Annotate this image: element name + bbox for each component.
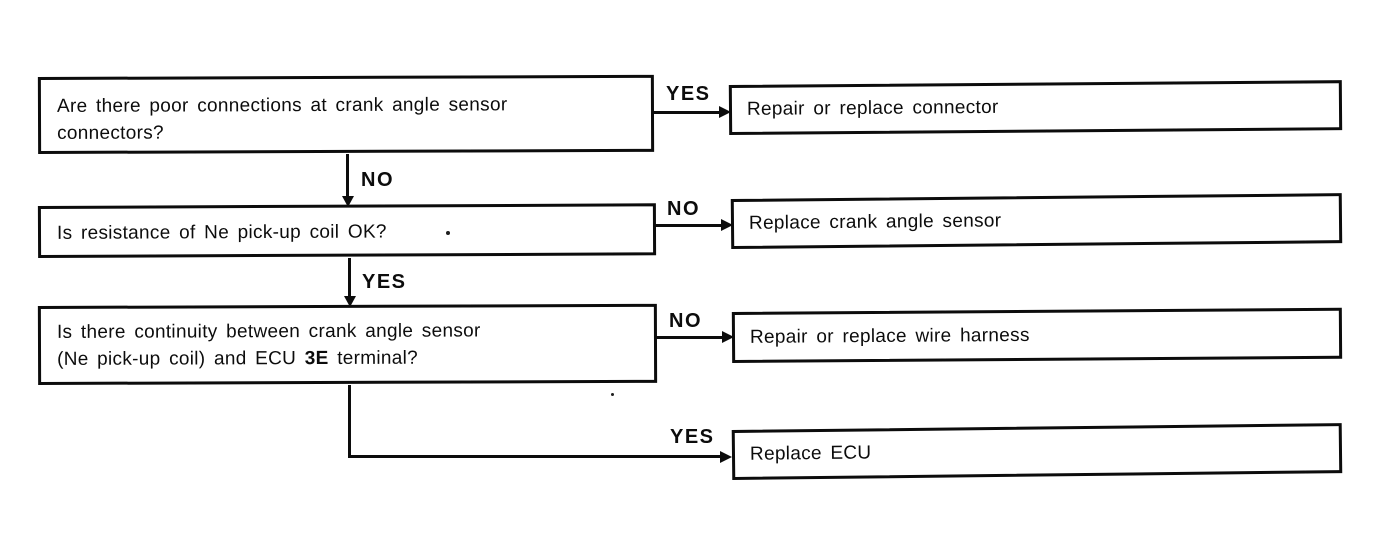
arrow-right-icon [722, 331, 734, 343]
arrow-right-icon [719, 106, 731, 118]
connector-q2-a2-line [654, 224, 722, 227]
connector-q2-q3-line [348, 258, 351, 298]
question-2-line-1: Is resistance of Ne pick-up coil OK? [56, 221, 387, 244]
branch-label-yes: YES [666, 83, 711, 105]
connector-q3-a4-horizontal-line [348, 455, 722, 458]
question-box-2: Is resistance of Ne pick-up coil OK? [37, 203, 657, 258]
question-box-1: Are there poor connections at crank angl… [37, 74, 655, 154]
scan-speck [446, 231, 450, 235]
branch-label-no: NO [667, 198, 700, 220]
connector-q1-q2-line [346, 154, 349, 198]
question-3-line-2-pre: (Ne pick-up coil) and ECU [57, 348, 305, 370]
connector-q1-a1-line [652, 111, 720, 114]
question-3-line-1: Is there continuity between crank angle … [56, 320, 481, 343]
branch-label-no: NO [669, 310, 702, 332]
arrow-down-icon [342, 196, 354, 207]
connector-q3-a4-vertical-line [348, 385, 351, 458]
scan-speck [611, 393, 614, 396]
branch-label-no: NO [361, 169, 394, 191]
action-box-1: Repair or replace connector [728, 80, 1343, 135]
action-box-2: Replace crank angle sensor [730, 193, 1343, 249]
question-1-line-1: Are there poor connections at crank angl… [56, 94, 508, 117]
question-3-line-2-post: terminal? [328, 347, 419, 369]
connector-q3-a3-line [655, 336, 723, 339]
question-box-3: Is there continuity between crank angle … [37, 303, 658, 385]
arrow-right-icon [721, 219, 733, 231]
question-3-terminal-code: 3E [304, 347, 329, 370]
arrow-right-icon [720, 451, 732, 463]
action-4-label: Replace ECU [749, 442, 872, 465]
question-1-line-2: connectors? [57, 122, 164, 144]
branch-label-yes: YES [670, 426, 715, 448]
question-3-line-2: (Ne pick-up coil) and ECU 3E terminal? [57, 344, 654, 373]
action-box-4: Replace ECU [731, 423, 1343, 480]
arrow-down-icon [344, 296, 356, 307]
action-1-label: Repair or replace connector [746, 96, 999, 120]
action-2-label: Replace crank angle sensor [748, 210, 1002, 234]
action-box-3: Repair or replace wire harness [731, 307, 1343, 363]
branch-label-yes: YES [362, 271, 407, 293]
action-3-label: Repair or replace wire harness [749, 324, 1030, 348]
